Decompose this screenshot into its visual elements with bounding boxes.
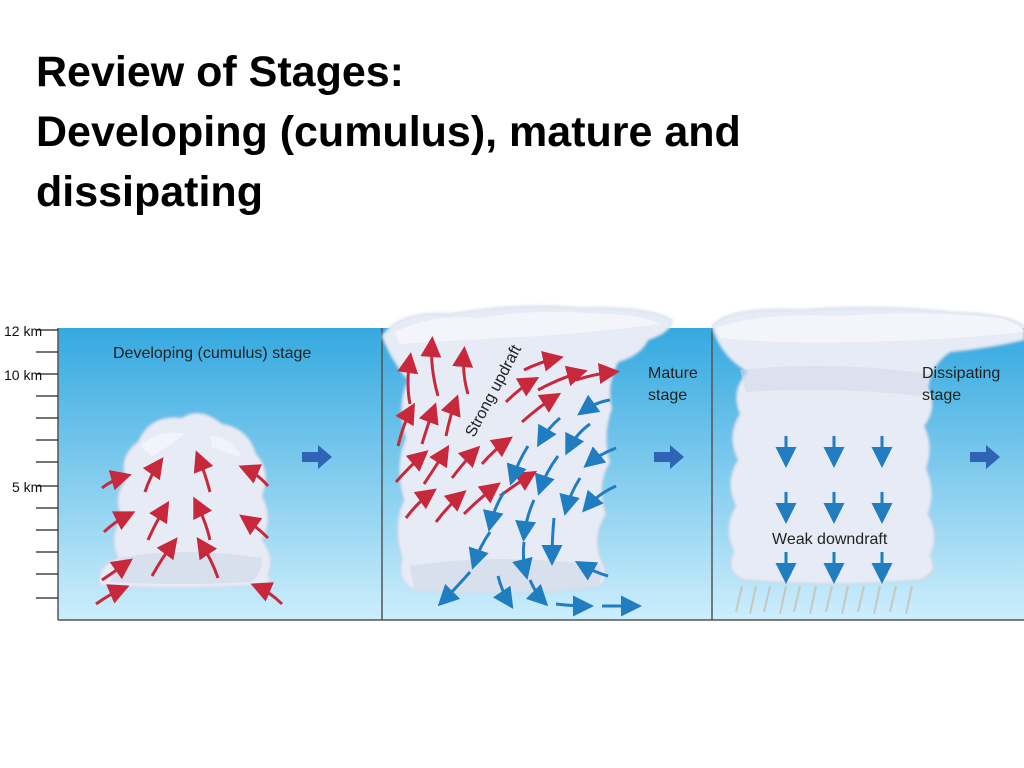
thunderstorm-stages-diagram: 12 km 10 km 5 km Developing (cumulus) st… (4, 305, 1024, 621)
transition-arrow-2 (654, 445, 684, 469)
mature-downdraft-arrows (437, 394, 642, 617)
axis-label-5km: 5 km (12, 479, 42, 495)
precipitation-streaks (735, 585, 913, 615)
transition-arrow-3 (970, 445, 1000, 469)
strong-updraft-arrows (394, 336, 620, 523)
developing-updraft-arrows (95, 450, 284, 606)
weak-downdraft-arrows (775, 436, 893, 584)
slide-title: Review of Stages: Developing (cumulus), … (36, 42, 741, 222)
mature-label-line-1: Mature (648, 365, 698, 382)
mature-stage-label: Mature stage (648, 365, 702, 404)
weak-downdraft-label: Weak downdraft (772, 531, 888, 548)
dissipating-stage-label: Dissipating stage (922, 365, 1005, 404)
transition-arrow-1 (302, 445, 332, 469)
altitude-axis: 12 km 10 km 5 km (4, 323, 58, 599)
dissipating-label-line-1: Dissipating (922, 365, 1000, 382)
cumulus-cloud (98, 412, 272, 589)
mature-label-line-2: stage (648, 387, 687, 404)
dissipating-label-line-2: stage (922, 387, 961, 404)
developing-stage-label: Developing (cumulus) stage (113, 345, 311, 362)
title-line-2: Developing (cumulus), mature and (36, 108, 741, 156)
axis-label-12km: 12 km (4, 323, 42, 339)
title-line-1: Review of Stages: (36, 48, 404, 96)
axis-label-10km: 10 km (4, 367, 42, 383)
title-line-3: dissipating (36, 168, 263, 216)
